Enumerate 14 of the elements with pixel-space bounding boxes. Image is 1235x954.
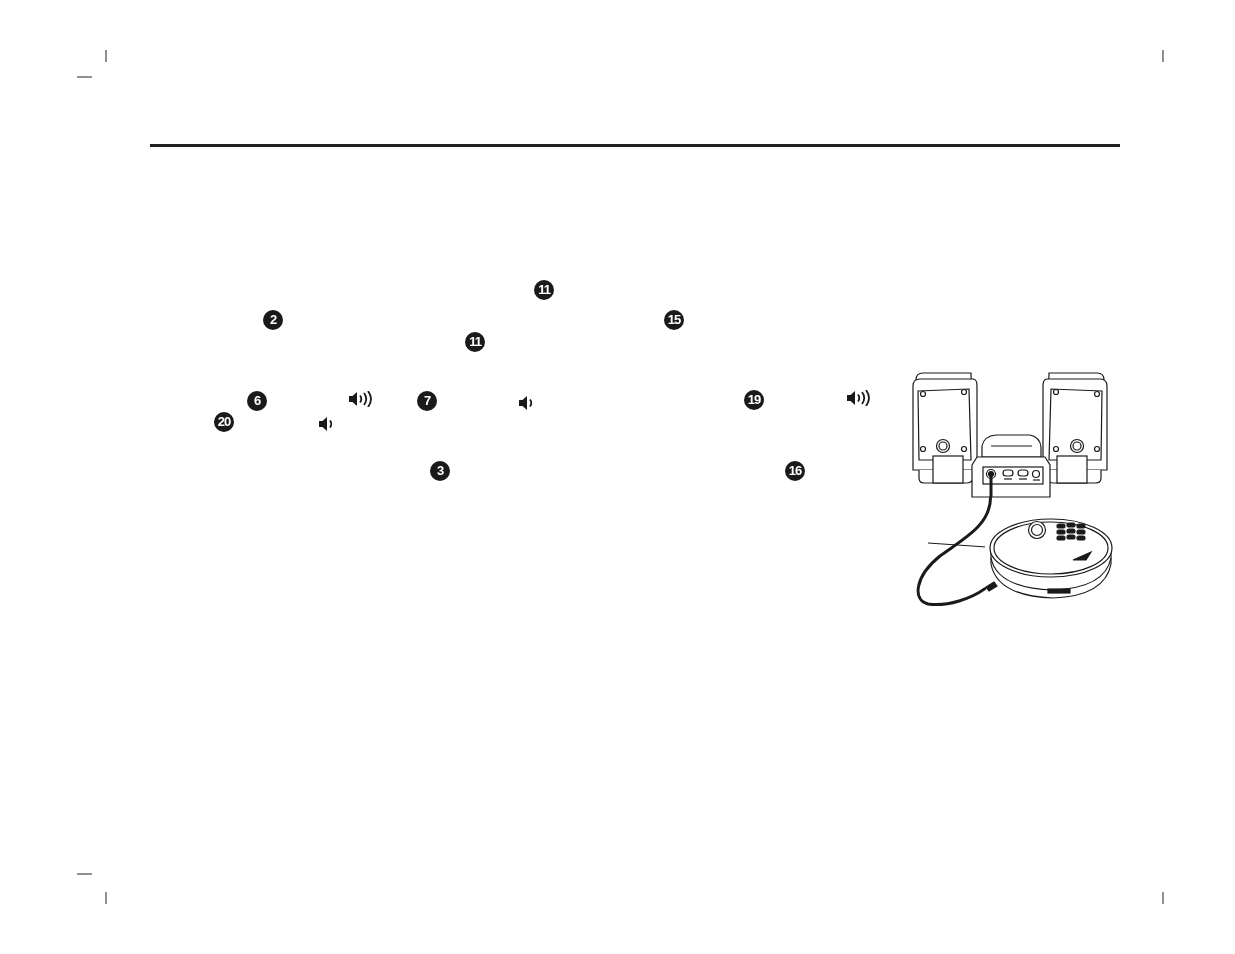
leader-line	[927, 542, 986, 548]
callout-number: 20	[214, 412, 234, 432]
callout-number: 11	[465, 332, 485, 352]
callout-number: 6	[247, 391, 267, 411]
speaker-dock-drawing	[912, 372, 1109, 498]
callout-number: 15	[664, 310, 684, 330]
callout-number: 7	[417, 391, 437, 411]
callout-number: 11	[534, 280, 554, 300]
cd-player-drawing	[985, 516, 1115, 601]
callout-number: 3	[430, 461, 450, 481]
callout-number: 19	[744, 390, 764, 410]
callout-number: 2	[263, 310, 283, 330]
callout-number: 16	[785, 461, 805, 481]
audio-cable	[916, 496, 992, 607]
